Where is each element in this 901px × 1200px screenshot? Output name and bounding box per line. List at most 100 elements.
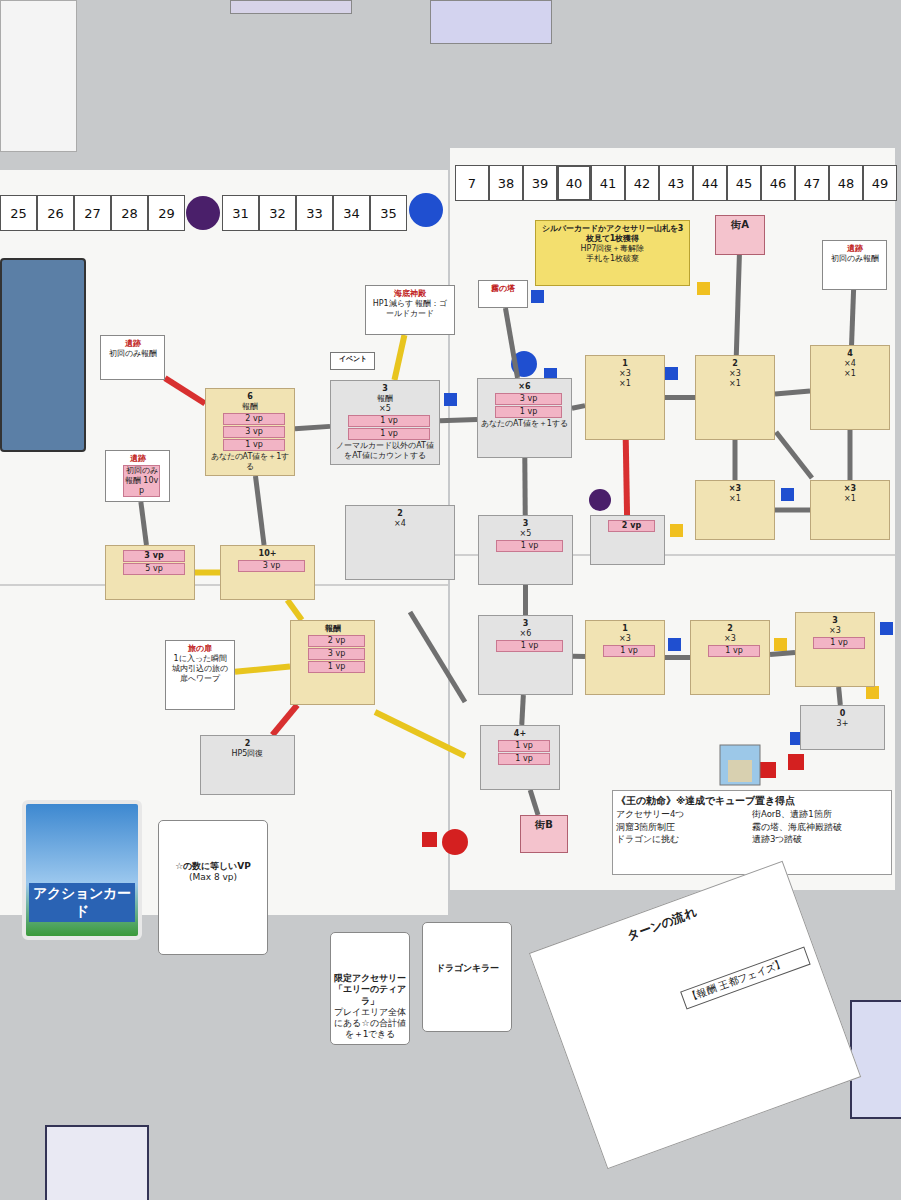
node-text: 1 vp bbox=[498, 753, 550, 765]
node-text: 1 vp bbox=[496, 640, 563, 652]
cube bbox=[422, 832, 437, 847]
cave-node: 4×4×1 bbox=[810, 345, 890, 430]
node-text: 手札を1枚破棄 bbox=[539, 254, 686, 264]
score-cell: 28 bbox=[111, 195, 148, 231]
node-text: ×5 bbox=[482, 529, 569, 539]
cube bbox=[531, 290, 544, 303]
node-text: ターンの流れ bbox=[540, 872, 783, 976]
cube bbox=[866, 686, 879, 699]
cave-node: 3×61 vp bbox=[478, 615, 573, 695]
node-text: ☆の数に等しいVP bbox=[162, 861, 264, 872]
cave-node: 2×4 bbox=[345, 505, 455, 580]
node-text: 遺跡3つ踏破 bbox=[752, 833, 888, 846]
road-connector bbox=[530, 790, 538, 815]
ruin-picture bbox=[728, 760, 752, 782]
road-connector bbox=[573, 654, 585, 659]
node-text: ×6 bbox=[482, 629, 569, 639]
score-cell: 41 bbox=[591, 165, 625, 201]
node-text: シルバーカードかアクセサリー山札を3枚見て1枚獲得 bbox=[539, 224, 686, 244]
road-segment bbox=[410, 612, 465, 702]
cave-node: 1×31 vp bbox=[585, 620, 665, 695]
event-box: イベント bbox=[330, 352, 375, 370]
card-back: アクションカード bbox=[22, 800, 142, 940]
road-segment bbox=[375, 712, 465, 756]
card-fragment bbox=[430, 0, 552, 44]
node-text: ×3 bbox=[694, 634, 766, 644]
node-text: 1 vp bbox=[308, 661, 365, 673]
road-connector bbox=[394, 335, 404, 380]
cave-node: 2HP5回復 bbox=[200, 735, 295, 795]
score-cell: 34 bbox=[333, 195, 370, 231]
score-cell: 47 bbox=[795, 165, 829, 201]
node-text: 1 vp bbox=[495, 406, 562, 418]
reward-card: シルバーカードかアクセサリー山札を3枚見て1枚獲得HP7回復＋毒解除手札を1枚破… bbox=[535, 220, 690, 286]
node-text: ×3 bbox=[799, 626, 871, 636]
node-text: あなたのAT値を＋1する bbox=[209, 452, 291, 472]
node-text: 3 bbox=[799, 616, 871, 626]
score-cell: 35 bbox=[370, 195, 407, 231]
node-text: 1 vp bbox=[348, 415, 430, 427]
score-cell: 39 bbox=[523, 165, 557, 201]
accessory-card: 限定アクセサリー「エリーのティアラ」プレイエリア全体にある☆の合計値を＋1できる bbox=[330, 932, 410, 1045]
road-connector bbox=[295, 426, 330, 428]
place-box: 海底神殿HP1減らす 報酬：ゴールドカード bbox=[365, 285, 455, 335]
node-text: 報酬 bbox=[209, 402, 291, 412]
cube bbox=[781, 488, 794, 501]
score-cell: 43 bbox=[659, 165, 693, 201]
card-fragment bbox=[850, 1000, 901, 1119]
node-text: 1 bbox=[589, 359, 661, 369]
node-text: ×3 bbox=[699, 484, 771, 494]
place-box: 霧の塔 bbox=[478, 280, 528, 308]
node-text: 霧の塔 bbox=[482, 284, 524, 294]
node-text: 初回のみ報酬 bbox=[826, 254, 883, 264]
road-connector bbox=[626, 440, 627, 515]
cave-node: 2×31 vp bbox=[690, 620, 770, 695]
road-connector bbox=[522, 458, 527, 515]
vp-card: ☆の数に等しいVP(Max 8 vp) bbox=[158, 820, 268, 955]
node-text: 2 bbox=[699, 359, 771, 369]
node-text: 1に入った瞬間 城内引込の旅の扉へワープ bbox=[169, 654, 231, 684]
node-text: HP1減らす 報酬：ゴールドカード bbox=[369, 299, 451, 319]
node-text: 海底神殿 bbox=[369, 289, 451, 299]
card-fragment bbox=[45, 1125, 149, 1200]
node-text: 4+ bbox=[484, 729, 556, 739]
cave-node: ×63 vp1 vpあなたのAT値を＋1する bbox=[477, 378, 572, 458]
score-cell: 49 bbox=[863, 165, 897, 201]
node-text: 1 vp bbox=[496, 540, 563, 552]
place-box: 遺跡初回のみ報酬 bbox=[822, 240, 887, 290]
node-text: 1 bbox=[589, 624, 661, 634]
ruin-picture bbox=[720, 745, 760, 785]
node-text: ×5 bbox=[334, 404, 436, 414]
road-connector bbox=[235, 667, 290, 672]
score-cell: 25 bbox=[0, 195, 37, 231]
road-connector bbox=[440, 420, 477, 421]
cave-node: 10+3 vp bbox=[220, 545, 315, 600]
node-text: 10+ bbox=[224, 549, 311, 559]
score-cell: 38 bbox=[489, 165, 523, 201]
score-cell: 26 bbox=[37, 195, 74, 231]
node-text: アクセサリー4つ bbox=[616, 808, 752, 821]
road-connector bbox=[572, 406, 585, 409]
node-text: 1 vp bbox=[708, 645, 760, 657]
node-text: ×4 bbox=[349, 519, 451, 529]
node-text: ×3 bbox=[589, 369, 661, 379]
road-connector bbox=[733, 440, 738, 480]
node-text: 遺跡 bbox=[109, 454, 166, 464]
node-text: 3 bbox=[482, 519, 569, 529]
road-connector bbox=[770, 653, 795, 655]
node-text: ×3 bbox=[589, 634, 661, 644]
road-connector bbox=[255, 476, 264, 545]
node-text: 報酬 bbox=[334, 394, 436, 404]
cube bbox=[788, 754, 804, 770]
node-text: ×4 bbox=[814, 359, 886, 369]
score-cell: 7 bbox=[455, 165, 489, 201]
node-text: イベント bbox=[333, 355, 372, 364]
node-text: 街B bbox=[524, 819, 564, 832]
node-text: 3 bbox=[334, 384, 436, 394]
node-text: ×1 bbox=[699, 494, 771, 504]
cave-node: 3×51 vp bbox=[478, 515, 573, 585]
node-text: 遺跡 bbox=[104, 339, 161, 349]
cube bbox=[444, 393, 457, 406]
node-text: 《王の勅命》※達成でキューブ置き得点 bbox=[616, 794, 888, 808]
